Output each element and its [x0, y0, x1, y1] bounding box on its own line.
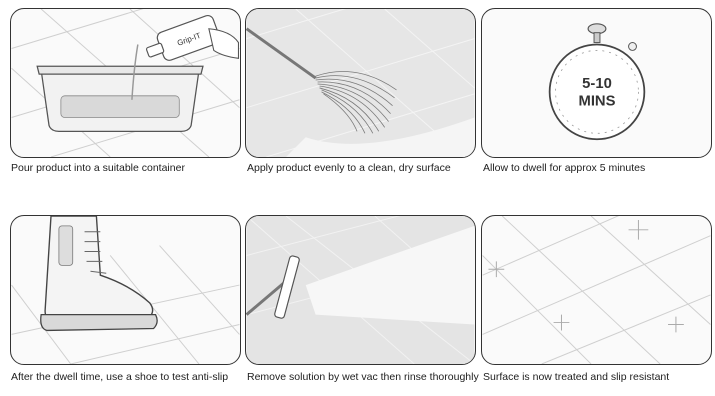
step-5-illustration [245, 215, 476, 365]
mop-apply-icon [246, 9, 475, 157]
stopwatch-icon: 5-10 MINS [482, 9, 711, 157]
timer-text-line1: 5-10 [582, 76, 612, 92]
wet-vac-icon [246, 216, 475, 364]
pour-container-icon: Grip-IT [11, 9, 240, 157]
timer-text-line2: MINS [578, 94, 615, 110]
step-6-caption: Surface is now treated and slip resistan… [483, 371, 715, 384]
step-4-caption: After the dwell time, use a shoe to test… [11, 371, 246, 396]
step-3-illustration: 5-10 MINS [481, 8, 712, 158]
boot-test-icon [11, 216, 240, 364]
step-1-caption: Pour product into a suitable container [11, 162, 246, 175]
step-4-illustration [10, 215, 241, 365]
step-6-illustration [481, 215, 712, 365]
step-2-caption: Apply product evenly to a clean, dry sur… [247, 162, 482, 175]
step-2-illustration [245, 8, 476, 158]
step-5-caption: Remove solution by wet vac then rinse th… [247, 371, 482, 396]
step-3-caption: Allow to dwell for approx 5 minutes [483, 162, 715, 175]
sparkle-floor-icon [482, 216, 711, 364]
step-1-illustration: Grip-IT [10, 8, 241, 158]
